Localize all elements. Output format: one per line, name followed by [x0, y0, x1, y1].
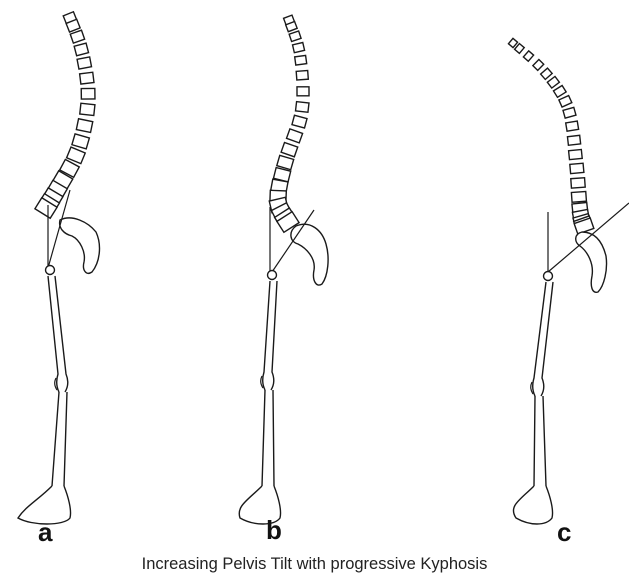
vertebra [541, 68, 553, 79]
vertebra [571, 178, 585, 188]
vertebra [80, 72, 94, 84]
vertebra [281, 142, 298, 156]
panel-label-a: a [38, 519, 52, 545]
tibia [262, 390, 274, 486]
vertebra [508, 38, 517, 47]
femoral-head [544, 272, 553, 281]
vertebra [277, 155, 294, 169]
foot [513, 486, 552, 524]
figure-a [18, 12, 99, 524]
vertebra [567, 135, 580, 145]
pelvis [576, 232, 607, 292]
pelvis [291, 224, 328, 285]
vertebra [559, 96, 572, 108]
femoral-head [46, 266, 55, 275]
vertebra [72, 134, 89, 149]
tibia [52, 392, 67, 486]
vertebra [571, 191, 586, 202]
vertebra [293, 43, 305, 53]
vertebra [569, 149, 583, 159]
vertebra [77, 57, 91, 69]
vertebra [81, 88, 95, 99]
vertebra [289, 31, 301, 41]
panel-label-b: b [266, 517, 282, 543]
figure-caption: Increasing Pelvis Tilt with progressive … [0, 555, 629, 574]
figure-c [508, 38, 629, 524]
vertebra [287, 129, 303, 143]
vertebra [297, 87, 309, 96]
vertebra [292, 115, 307, 128]
vertebra [70, 30, 84, 43]
panel-label-c: c [557, 519, 571, 545]
vertebra [80, 103, 95, 115]
femur [533, 282, 553, 396]
vertebra [570, 163, 584, 173]
vertebra [563, 107, 576, 118]
femoral-head [268, 271, 277, 280]
vertebra [295, 55, 307, 65]
femur [263, 281, 277, 390]
vertebra [76, 119, 92, 133]
vertebra [547, 76, 559, 88]
vertebra [533, 59, 544, 70]
vertebra [74, 43, 88, 56]
figure-b [239, 15, 328, 524]
femur [48, 276, 68, 392]
vertebra [523, 51, 533, 61]
pelvis [60, 218, 100, 273]
vertebra [296, 70, 308, 80]
vertebra [566, 121, 579, 131]
vertebra [553, 85, 566, 97]
vertebra [296, 102, 309, 113]
tibia [534, 396, 546, 486]
